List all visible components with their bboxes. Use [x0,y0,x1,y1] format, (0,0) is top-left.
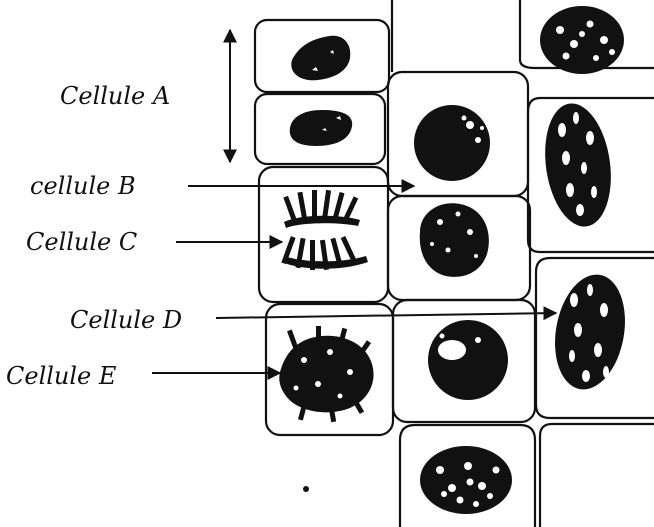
nucleus-c [281,189,368,271]
ink-dot [303,486,309,492]
cell-wall-a-top [253,18,391,94]
nucleus-e [279,326,374,423]
nucleus-a-bottom [289,110,353,146]
cell-wall-a-bottom [253,92,387,166]
arrow-cellule-d [215,306,558,321]
nucleus-a-top [291,35,351,81]
cell-wall-c [257,165,390,304]
cell-walls [253,0,654,527]
cell-wall-col3-top [518,0,654,70]
cell-wall-col3-bottom [538,422,654,527]
nucleus-col3-top [540,6,624,74]
label-cellule-c: Cellule C [26,228,137,256]
nucleus-col3-mid [545,103,611,227]
cell-wall-col2-bottom [398,423,537,527]
label-cellule-b: cellule B [30,172,136,200]
nucleus-col2-mid [419,203,489,277]
cell-wall-col3-mid [526,96,654,254]
cell-wall-d [534,256,654,420]
nucleus-col2-low [428,320,508,400]
label-cellule-d: Cellule D [70,306,182,334]
label-cellule-e: Cellule E [6,362,117,390]
nucleus-b [414,105,490,181]
nucleus-col2-bottom [420,446,512,514]
nucleus-d [555,274,625,390]
label-cellule-a: Cellule A [60,82,170,110]
